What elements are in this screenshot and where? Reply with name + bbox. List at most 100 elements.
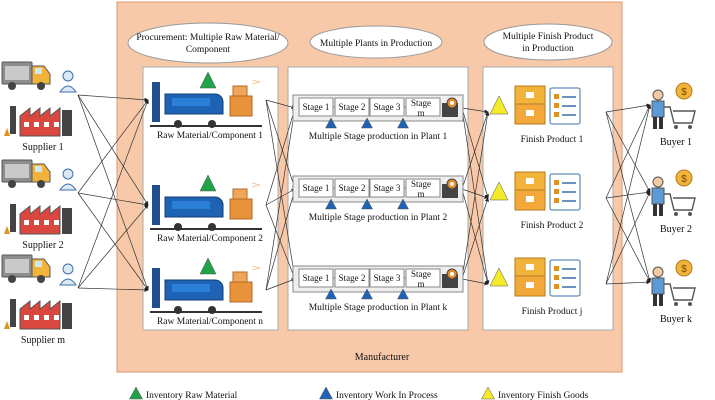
inventory-wip-marker xyxy=(361,198,373,210)
legend-triangle-icon xyxy=(481,386,495,400)
inventory-finish-goods-marker xyxy=(489,267,509,287)
flow-line xyxy=(77,192,149,291)
header-finish-line-2: in Production xyxy=(522,44,574,54)
inventory-finish-goods-marker xyxy=(489,95,509,115)
legend-label: Inventory Raw Material xyxy=(146,391,238,400)
forklift-cart-icon xyxy=(150,79,262,128)
flow-line xyxy=(461,107,490,199)
supplier-label: Supplier m xyxy=(21,335,65,346)
flow-line xyxy=(605,280,651,285)
finish-product-3: Finish Product j xyxy=(489,257,582,317)
raw-material-3: Raw Material/Component n xyxy=(150,257,263,327)
inventory-wip-marker xyxy=(397,198,409,210)
header-procurement-line-2: Component xyxy=(186,45,231,55)
stage-label: Stage 1 xyxy=(303,102,330,112)
flow-line xyxy=(461,111,489,190)
header-finish-line-1: Multiple Finish Product xyxy=(503,32,594,42)
supplier-2: Supplier 2 xyxy=(1,159,77,251)
flow-line xyxy=(605,111,652,283)
stage-label: Stage 3 xyxy=(374,273,401,283)
flow-line xyxy=(461,197,489,280)
raw-materials-group: Raw Material/Component 1 Raw Material/Com… xyxy=(150,71,263,327)
manufacturer-label: Manufacturer xyxy=(355,352,410,363)
legend-item-1: Inventory Raw Material xyxy=(129,386,238,400)
boxes-checklist-icon xyxy=(514,85,581,125)
flow-line xyxy=(265,204,296,280)
raw-material-label: Raw Material/Component 2 xyxy=(157,234,263,244)
header-plants-line-1: Multiple Plants in Production xyxy=(320,39,432,49)
raw-material-1: Raw Material/Component 1 xyxy=(150,71,263,141)
flow-line xyxy=(605,104,652,285)
legend-label: Inventory Finish Goods xyxy=(498,391,589,400)
flow-line xyxy=(461,188,490,285)
stage-label: Stage 3 xyxy=(374,102,401,112)
stage-box xyxy=(405,268,441,288)
flow-line xyxy=(605,197,651,283)
inventory-raw-material-marker xyxy=(199,257,217,275)
supplier-label: Supplier 2 xyxy=(22,240,63,251)
inventory-wip-marker xyxy=(397,288,409,300)
flow-line xyxy=(77,204,149,289)
shopper-cart-icon: $ xyxy=(651,259,696,306)
supplier-3: Supplier m xyxy=(1,254,77,346)
flow-line xyxy=(265,107,297,206)
flow-line xyxy=(77,94,149,291)
flow-line xyxy=(77,287,149,292)
flow-line xyxy=(265,99,296,190)
gear-machine-icon xyxy=(442,268,458,288)
inventory-wip-marker xyxy=(361,288,373,300)
flow-line xyxy=(265,99,296,110)
plant-label: Multiple Stage production in Plant 1 xyxy=(309,132,448,142)
flow-line xyxy=(605,104,651,199)
finish-product-label: Finish Product 1 xyxy=(521,135,584,145)
shopper-cart-icon: $ xyxy=(651,82,696,129)
inventory-wip-marker xyxy=(397,117,409,129)
stage-box xyxy=(405,97,441,117)
buyer-1: $ Buyer 1 xyxy=(651,82,696,148)
flow-line xyxy=(77,94,149,206)
finish-product-label: Finish Product 2 xyxy=(521,221,584,231)
header-plants: Multiple Plants in Production xyxy=(309,25,443,59)
truck-factory-person-icon xyxy=(1,159,77,235)
buyer-2: $Buyer 2 xyxy=(651,169,696,235)
flow-line xyxy=(605,103,651,113)
flow-line xyxy=(77,99,149,289)
boxes-checklist-icon xyxy=(514,257,581,297)
inventory-finish-goods-marker xyxy=(489,181,509,201)
header-finish: Multiple Finish Product in Production xyxy=(483,23,613,61)
flow-lines xyxy=(77,94,652,292)
flow-line xyxy=(461,107,489,114)
inventory-wip-marker xyxy=(325,198,337,210)
stage-label: Stage 2 xyxy=(339,183,366,193)
raw-material-label: Raw Material/Component 1 xyxy=(157,131,263,141)
forklift-cart-icon xyxy=(150,182,262,231)
buyer-label: Buyer 1 xyxy=(660,137,692,148)
stage-label: Stage 1 xyxy=(303,273,330,283)
flow-line xyxy=(77,192,149,207)
stage-box xyxy=(405,178,441,198)
stage-label: Stage 2 xyxy=(339,102,366,112)
flow-line xyxy=(77,94,149,102)
plant-label: Multiple Stage production in Plant k xyxy=(309,303,448,313)
flow-line xyxy=(265,188,297,291)
finish-products-group: Finish Product 1 Finish Product 2 Finish P… xyxy=(489,85,584,317)
buyer-label: Buyer k xyxy=(660,314,692,325)
flow-line xyxy=(265,99,297,280)
stage-label: Stage 3 xyxy=(374,183,401,193)
raw-material-label: Raw Material/Component n xyxy=(157,317,263,327)
buyers-group: $ Buyer 1 $Buyer 2 $ Buyer k xyxy=(651,82,696,325)
flow-line xyxy=(265,278,296,291)
inventory-raw-material-marker xyxy=(199,174,217,192)
flow-line xyxy=(461,278,489,286)
header-procurement: Procurement: Multiple Raw Material/ Comp… xyxy=(127,22,289,64)
